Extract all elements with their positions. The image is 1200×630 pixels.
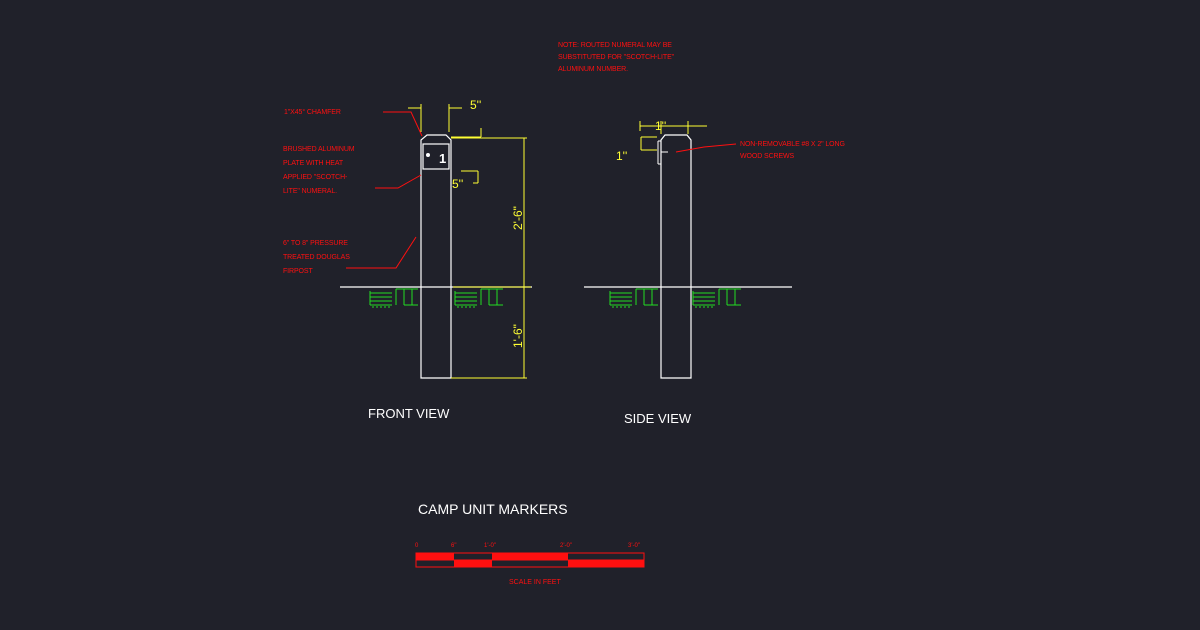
side-plate-offset-label: 1'' (616, 149, 627, 163)
note-line: NON-REMOVABLE #8 X 2" LONG (740, 141, 845, 148)
front-below-grade-label: 1'-6" (511, 324, 525, 348)
front-leaders (346, 111, 423, 269)
note-line: 1"X45° CHAMFER (284, 109, 341, 116)
front-earth-hatch-right (454, 288, 503, 308)
note-line: FIRPOST (283, 268, 313, 275)
front-top-width-label: 5'' (470, 98, 481, 112)
post-note: 6" TO 8" PRESSURE TREATED DOUGLAS FIRPOS… (283, 237, 350, 279)
note-line: BRUSHED ALUMINUM (283, 146, 355, 153)
note-line: PLATE WITH HEAT (283, 160, 344, 167)
front-post-outline (420, 134, 452, 379)
note-line: 6" TO 8" PRESSURE (283, 240, 348, 247)
note-line: LITE" NUMERAL. (283, 188, 337, 195)
note-line: WOOD SCREWS (740, 153, 795, 160)
chamfer-note: 1"X45° CHAMFER (284, 107, 341, 119)
side-earth-hatch-right (692, 288, 741, 308)
note-line: APPLIED "SCOTCH- (283, 174, 348, 181)
note-line: ALUMINUM NUMBER. (558, 66, 628, 73)
side-plate-edge (657, 140, 668, 165)
scale-bar (415, 552, 645, 568)
note-line: SUBSTITUTED FOR "SCOTCH-LITE" (558, 54, 675, 61)
side-top-width-label: 1'' (655, 119, 666, 133)
scale-seg-1-top (416, 553, 454, 560)
front-plate-height-label: 5'' (452, 177, 463, 191)
drawing-title: CAMP UNIT MARKERS (418, 501, 568, 517)
screws-note: NON-REMOVABLE #8 X 2" LONG WOOD SCREWS (740, 139, 845, 163)
side-post-outline (660, 134, 692, 379)
front-earth-hatch-left (369, 288, 418, 308)
front-view-label: FRONT VIEW (368, 406, 450, 421)
scale-tick-label: 0 (415, 543, 419, 549)
plate-note: BRUSHED ALUMINUM PLATE WITH HEAT APPLIED… (283, 143, 355, 199)
side-dimensions (639, 121, 707, 151)
scale-tick-label: 1'-0" (484, 543, 496, 549)
routed-numeral-note: NOTE: ROUTED NUMERAL MAY BE SUBSTITUTED … (558, 40, 674, 76)
note-line: NOTE: ROUTED NUMERAL MAY BE (558, 42, 672, 49)
scale-tick-label: 6" (451, 543, 457, 549)
side-screw-leader (675, 143, 737, 153)
scale-seg-3-top (492, 553, 568, 560)
plate-numeral: 1 (439, 151, 446, 166)
front-vertical-dimension (451, 137, 531, 379)
scale-label: SCALE IN FEET (509, 579, 561, 586)
side-earth-hatch-left (609, 288, 658, 308)
scale-seg-4-bottom (568, 560, 644, 567)
scale-seg-2-bottom (454, 560, 492, 567)
scale-tick-label: 3'-0" (628, 543, 640, 549)
side-view: 1'' 1'' (584, 119, 792, 379)
front-view: 1 5'' 5'' 2'-6" 1'-6" (340, 98, 532, 379)
scale-tick-label: 2'-0" (560, 543, 572, 549)
front-aluminum-plate (422, 143, 450, 170)
plate-screw-dot (426, 153, 430, 157)
front-above-grade-label: 2'-6" (511, 206, 525, 230)
side-view-label: SIDE VIEW (624, 411, 692, 426)
note-line: TREATED DOUGLAS (283, 254, 350, 261)
front-top-width-dimension (408, 104, 482, 184)
